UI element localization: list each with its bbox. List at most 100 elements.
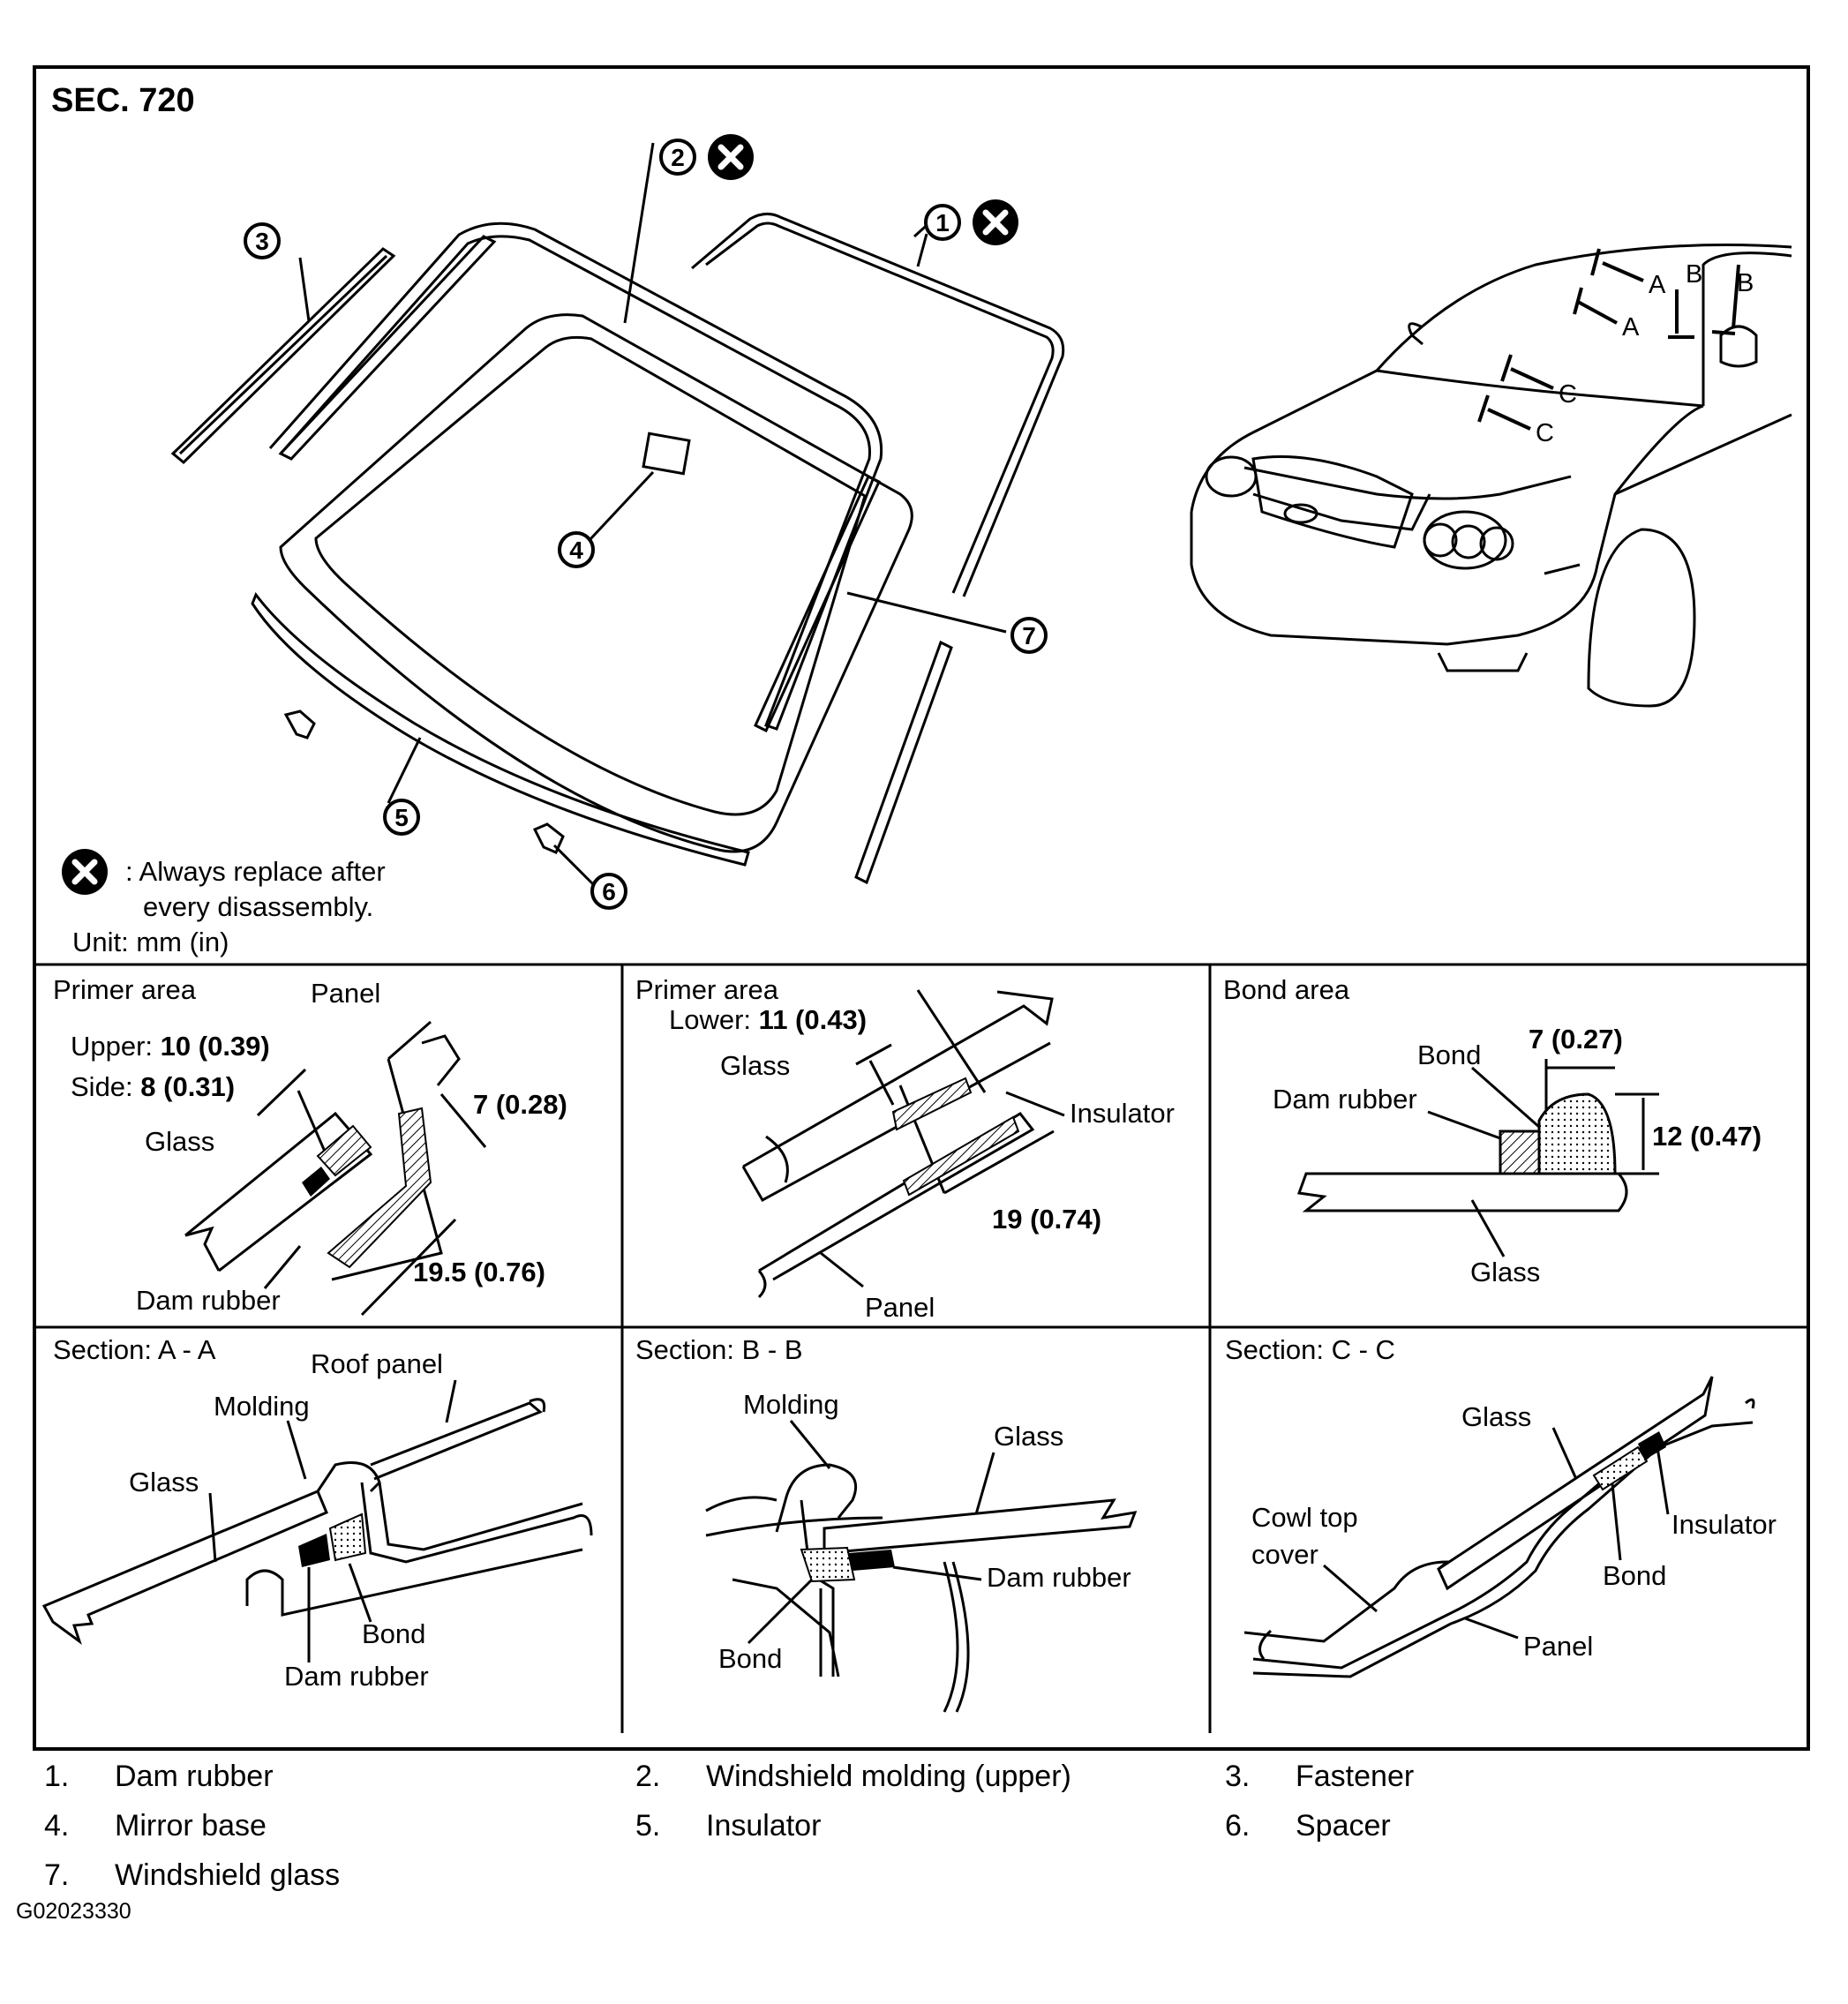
svg-text:Roof panel: Roof panel [311,1348,443,1379]
callouts [244,139,1048,910]
bond-area-bond-bead [1537,1092,1617,1175]
legend-item-6: Spacer [1296,1809,1391,1843]
svg-text:Dam rubber: Dam rubber [987,1562,1131,1593]
svg-text:Dam rubber: Dam rubber [284,1661,429,1692]
callout-7-number: 7 [1022,622,1036,649]
legend-num-7: 7. [44,1858,70,1892]
primer-hatch-glass [316,1124,372,1177]
primer-hatch-panel [327,1107,432,1269]
callout-7 [1010,617,1048,654]
panel-section-aa: Section: A - A Roof panel Molding Glass … [41,1334,593,1692]
insulator-strip [251,591,750,867]
car-wheel [1587,528,1696,708]
car-section-markers [1477,248,1740,431]
svg-text:C: C [1559,380,1577,409]
svg-text:Insulator: Insulator [1070,1098,1175,1129]
cc-bond [1592,1445,1649,1491]
svg-text:cover: cover [1251,1539,1318,1570]
legend-item-5: Insulator [706,1809,822,1843]
legend-num-2: 2. [635,1760,661,1793]
callout-2-number: 2 [671,144,685,171]
spacer-right [532,822,565,854]
legend-num-1: 1. [44,1760,70,1793]
car-section-labels: A A B B C C [1536,260,1754,447]
svg-text:B: B [1737,269,1754,297]
svg-text:Molding: Molding [214,1391,310,1422]
svg-text:Section: A - A: Section: A - A [53,1334,216,1365]
callout-3-number: 3 [255,228,269,255]
aa-bond [328,1512,367,1562]
svg-text:Upper: 10 (0.39): Upper: 10 (0.39) [71,1031,270,1062]
callout-1-number: 1 [935,209,950,236]
car-headlight-left [1205,455,1258,498]
replace-note-line2: every disassembly. [143,891,373,922]
windshield-exploded-view [170,142,1065,889]
dam-rubber [691,213,1065,597]
callout-2 [659,139,696,176]
svg-text:Primer area: Primer area [635,974,779,1005]
svg-text:Glass: Glass [1470,1257,1540,1287]
svg-text:12 (0.47): 12 (0.47) [1652,1121,1762,1152]
svg-text:Molding: Molding [743,1389,839,1420]
svg-text:Bond area: Bond area [1223,974,1350,1005]
svg-text:Dam rubber: Dam rubber [1273,1084,1417,1115]
callout-6 [590,873,627,910]
legend-num-5: 5. [635,1809,661,1843]
figure-code: G02023330 [16,1899,131,1924]
svg-text:Glass: Glass [720,1050,790,1081]
cc-insulator [1638,1431,1666,1460]
svg-text:Panel: Panel [1523,1631,1593,1662]
replace-legend-icon [62,849,108,895]
fastener-strip [170,247,396,465]
glass-side-strip [754,474,881,733]
svg-text:Cowl top: Cowl top [1251,1502,1358,1533]
svg-text:Glass: Glass [994,1421,1063,1452]
svg-text:Glass: Glass [1461,1401,1531,1432]
section-title: SEC. 720 [51,82,195,119]
svg-text:Bond: Bond [1603,1560,1666,1591]
legend-num-6: 6. [1225,1809,1251,1843]
callout-1 [924,204,961,241]
legend-num-4: 4. [44,1809,70,1843]
panel-primer-lower: Primer area Lower: 11 (0.43) Glass Insul… [635,974,1175,1323]
svg-text:A: A [1649,271,1666,299]
svg-text:7 (0.27): 7 (0.27) [1529,1024,1623,1055]
callout-5 [383,799,420,836]
svg-text:Insulator: Insulator [1671,1509,1777,1540]
svg-text:Lower: 11 (0.43): Lower: 11 (0.43) [669,1004,867,1035]
legend-item-1: Dam rubber [115,1760,274,1793]
svg-text:Glass: Glass [129,1467,199,1497]
svg-text:C: C [1536,419,1554,447]
callout-6-number: 6 [602,878,616,905]
svg-text:Primer area: Primer area [53,974,197,1005]
legend-item-2: Windshield molding (upper) [706,1760,1071,1793]
car-illustration [1190,244,1792,708]
diagram-frame [33,65,1810,1751]
svg-text:Panel: Panel [865,1292,935,1323]
spacer-left [283,709,316,739]
dam-rubber-block [302,1167,330,1197]
legend-item-3: Fastener [1296,1760,1415,1793]
callout-5-number: 5 [394,804,409,831]
callout-4 [558,531,595,568]
svg-text:Section: B - B: Section: B - B [635,1334,803,1365]
svg-text:Bond: Bond [1417,1040,1481,1070]
side-strip-right [854,640,953,885]
bb-dam-rubber [849,1550,895,1571]
unit-note: Unit: mm (in) [72,927,229,957]
primer-hatch-panel-lower [902,1115,1020,1197]
panel-primer-upper-side: Primer area Panel Upper: 10 (0.39) Side:… [53,974,567,1317]
molding-side-left [278,235,497,461]
bb-bond [800,1546,856,1583]
svg-text:Bond: Bond [362,1618,425,1649]
svg-text:7 (0.28): 7 (0.28) [473,1089,567,1120]
car-grille [1251,455,1414,549]
svg-text:Bond: Bond [718,1643,782,1674]
panel-bond-area: Bond area Bond 7 (0.27) Dam rubber 12 (0… [1223,974,1762,1287]
svg-text:Glass: Glass [145,1126,214,1157]
legend-num-3: 3. [1225,1760,1251,1793]
aa-dam-rubber [298,1534,330,1567]
svg-text:19 (0.74): 19 (0.74) [992,1204,1101,1235]
legend-item-4: Mirror base [115,1809,267,1843]
svg-text:Panel: Panel [311,978,380,1009]
